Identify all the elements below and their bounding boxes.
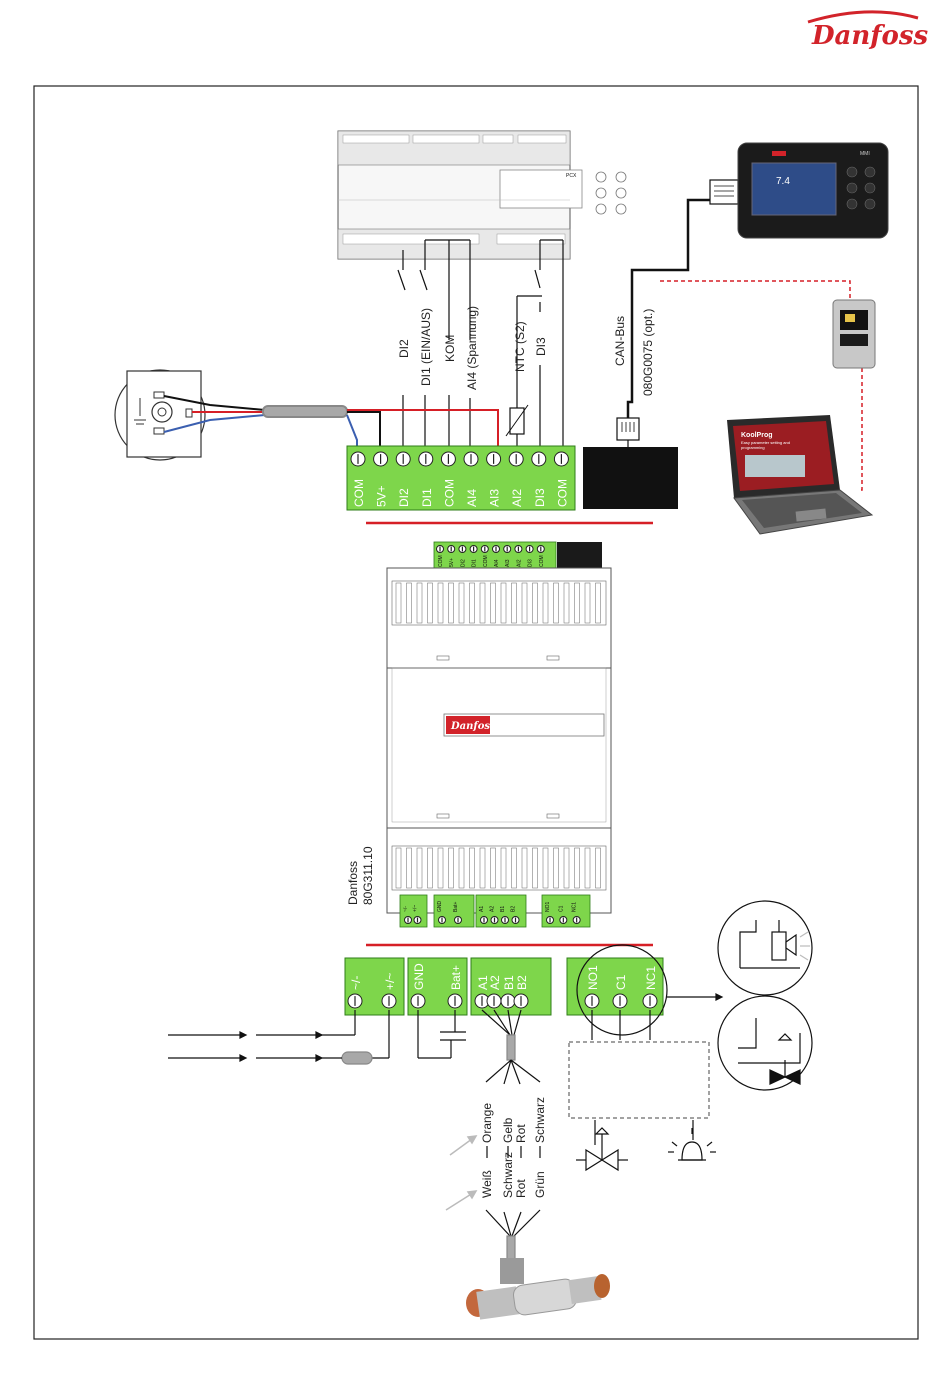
mini-terminal-label: COM (438, 555, 444, 567)
mini-bottom-label: NO1 (545, 902, 551, 913)
mini-bottom-label: A1 (479, 906, 485, 912)
mini-bottom-label: Bat+ (453, 901, 459, 912)
wire-label-bottom: Weiß (480, 1170, 494, 1198)
wire-label-bottom: Rot (514, 1179, 528, 1198)
mmi-value: 7.4 (776, 176, 790, 187)
signal-labels: DI2 DI1 (EIN/AUS) KOM AI4 (Spannung) NTC… (397, 306, 655, 396)
top-terminal-label: DI2 (397, 488, 411, 507)
module-part: 80G311.10 (361, 846, 375, 905)
mini-bottom-label: GND (437, 901, 443, 913)
top-terminal-label: 5V+ (375, 485, 389, 507)
top-terminal-label: COM (352, 479, 366, 507)
transmitter-cable (163, 395, 499, 452)
mini-terminal-label: COM (539, 555, 545, 567)
mini-bottom-label: +/~ (413, 905, 419, 912)
relay-callout (576, 944, 724, 1036)
option-circle-alarm-lamp (717, 900, 813, 996)
top-terminal-label: COM (555, 479, 569, 507)
label-di3: DI3 (534, 337, 548, 356)
mini-bottom-label: B1 (500, 906, 506, 912)
mini-terminal-label: AI4 (494, 559, 500, 567)
danfoss-logo: Danfoss (807, 10, 928, 51)
label-di2: DI2 (397, 339, 411, 358)
wire-label-top: Rot (514, 1124, 528, 1143)
bottom-terminal-label: NC1 (644, 966, 658, 990)
laptop-koolprog: KoolProg Easy parameter setting and prog… (727, 415, 874, 535)
label-ntc: NTC (S2) (513, 321, 527, 372)
mini-bottom-label: ~/- (403, 906, 409, 912)
mini-bottom-label: B2 (511, 906, 517, 912)
wire-label-top: Orange (480, 1103, 494, 1143)
mmi-title: MMI (860, 151, 870, 157)
mini-terminal-label: DI3 (528, 559, 534, 567)
bottom-terminal-label: Bat+ (449, 965, 463, 990)
label-canbus-part: 080G0075 (opt.) (641, 309, 655, 396)
top-terminal-label: DI1 (420, 488, 434, 507)
bottom-terminal-label: A2 (488, 975, 502, 990)
alarm-bell-icon (668, 1128, 716, 1161)
pointer-arrows (445, 1135, 478, 1211)
mini-bottom-label: C1 (558, 905, 564, 912)
solenoid-valve-symbol (576, 1127, 628, 1172)
mini-terminal-label: AI3 (505, 559, 511, 567)
ntc-sensor-symbol (505, 404, 529, 437)
pressure-transmitter (114, 369, 206, 461)
option-circle-solenoid (717, 995, 813, 1091)
mini-terminal-label: COM (483, 555, 489, 567)
bottom-terminal-label: B2 (515, 975, 529, 990)
wire-label-bottom: Schwarz (501, 1152, 515, 1198)
bottom-terminal-label: ~/- (349, 976, 363, 990)
laptop-line1: Easy parameter setting and (741, 440, 790, 445)
pcx-controller: PCX (337, 130, 627, 260)
wire-label-top: Gelb (501, 1117, 515, 1143)
wire-color-dashes (486, 1146, 541, 1158)
diagram-frame (33, 85, 919, 1340)
module-logo: Danfoss (450, 721, 496, 732)
mini-terminal-label: 5V+ (449, 558, 455, 567)
mini-bottom-label: NC1 (572, 902, 578, 912)
service-link-dashed (660, 280, 863, 491)
top-terminal-block: COM 5V+ DI2 DI1 COM AI4 AI3 AI2 DI3 COM (346, 445, 576, 511)
bottom-terminal-label: C1 (614, 974, 628, 990)
motor-cable (481, 1009, 541, 1085)
laptop-line2: programming (741, 445, 765, 450)
pcx-title: PCX (566, 173, 577, 179)
module-maker: Danfoss (346, 861, 360, 905)
top-terminal-label: AI4 (465, 489, 479, 507)
power-input-wiring (168, 1010, 390, 1065)
relay-load-box (568, 1041, 710, 1119)
driver-module: COM 5V+ DI2 DI1 COM AI4 AI3 AI2 DI3 COM Danfoss D… (346, 541, 612, 928)
mini-terminal-label: DI1 (472, 559, 478, 567)
bottom-terminal-label: A1 (476, 975, 490, 990)
expansion-valve (466, 1258, 610, 1320)
bottom-terminal-label: NO1 (586, 965, 600, 990)
wire-label-top: Schwarz (533, 1097, 547, 1143)
mini-bottom-label: A2 (490, 906, 496, 912)
mmi-display: 7.4 MMI (737, 142, 889, 239)
top-terminal-label: AI3 (488, 489, 502, 507)
battery-wiring (417, 1010, 466, 1059)
mini-terminal-label: DI2 (460, 559, 466, 567)
bottom-terminal-label: B1 (502, 975, 516, 990)
label-canbus: CAN-Bus (613, 316, 627, 366)
label-ai4: AI4 (Spannung) (465, 306, 479, 390)
valve-cable (485, 1209, 541, 1261)
label-kom: KOM (443, 335, 457, 362)
service-tool (832, 299, 876, 369)
wire-label-bottom: Grün (533, 1171, 547, 1198)
bottom-terminal-label: +/~ (383, 973, 397, 990)
top-terminal-label: AI2 (510, 489, 524, 507)
mini-terminal-label: AI2 (516, 559, 522, 567)
logo-text: Danfoss (811, 21, 928, 51)
label-di1: DI1 (EIN/AUS) (419, 308, 433, 386)
top-terminal-label: DI3 (533, 488, 547, 507)
canbus-module (583, 179, 739, 509)
laptop-title: KoolProg (741, 432, 773, 439)
controller-wiring (397, 239, 564, 452)
bottom-terminal-label: GND (412, 963, 426, 990)
top-terminal-label: COM (442, 479, 456, 507)
